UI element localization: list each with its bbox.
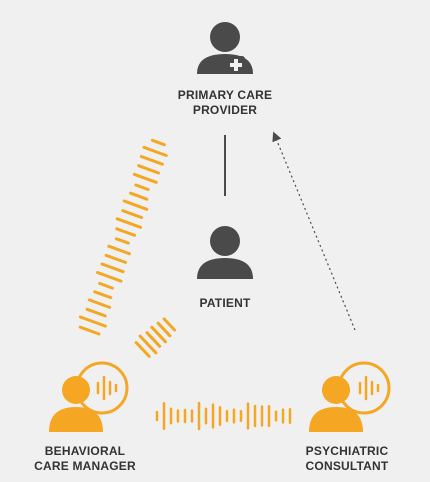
primary-care-label: PRIMARY CARE PROVIDER [165,88,285,118]
sound-wave-bar [115,227,136,237]
sound-wave-bar [98,281,114,290]
sound-wave-behavioral-to-psychiatric [155,401,292,431]
sound-wave-bar [134,183,150,191]
sound-wave-bar [104,253,127,264]
sound-wave-bar [93,290,113,300]
patient-label-line1: PATIENT [199,296,251,310]
sound-wave-bar [145,331,162,348]
primary-care-label-line2: PROVIDER [192,103,258,117]
sound-wave-bar [138,334,158,355]
sound-wave-bar [150,138,166,147]
sound-wave-bar [137,164,160,175]
sound-wave-bar [142,145,168,157]
sound-wave-bar [150,325,167,344]
sound-wave-bar [78,315,107,328]
sound-wave-bar [132,172,158,184]
psychiatric-label-line1: PSYCHIATRIC [305,444,389,458]
sound-wave-bar [139,155,164,166]
person-speaking-icon [49,361,129,432]
person-icon [197,226,253,279]
sound-wave-bar [87,298,112,309]
behavioral-label-line1: BEHAVIORAL [44,444,126,458]
sound-wave-bar [107,244,131,256]
sound-wave-bar [85,307,107,318]
sound-wave-behavioral-to-patient [134,317,176,358]
sound-wave-bar [121,209,144,219]
psychiatric-label: PSYCHIATRIC CONSULTANT [287,444,407,474]
sound-wave-bar [134,341,151,358]
primary-care-label-line1: PRIMARY CARE [177,88,273,102]
behavioral-label: BEHAVIORAL CARE MANAGER [20,444,150,474]
sound-wave-bar [78,325,101,336]
sound-wave-bar [129,191,149,201]
sound-wave-bar [162,317,176,332]
connector-psychiatric-to-primary [272,131,356,331]
sound-wave-bar [114,237,130,245]
sound-wave-bar [96,271,123,283]
sound-wave-bar [100,262,125,274]
psychiatric-label-line2: CONSULTANT [305,459,389,473]
sound-wave-bar [122,199,149,211]
sound-wave-behavioral-to-primary [78,138,168,336]
sound-wave-bar [156,321,172,338]
sound-wave-bar [115,217,143,229]
doctor-person-icon [197,22,253,74]
behavioral-label-line2: CARE MANAGER [34,459,136,473]
person-speaking-icon [309,361,391,432]
patient-label: PATIENT [175,296,275,311]
